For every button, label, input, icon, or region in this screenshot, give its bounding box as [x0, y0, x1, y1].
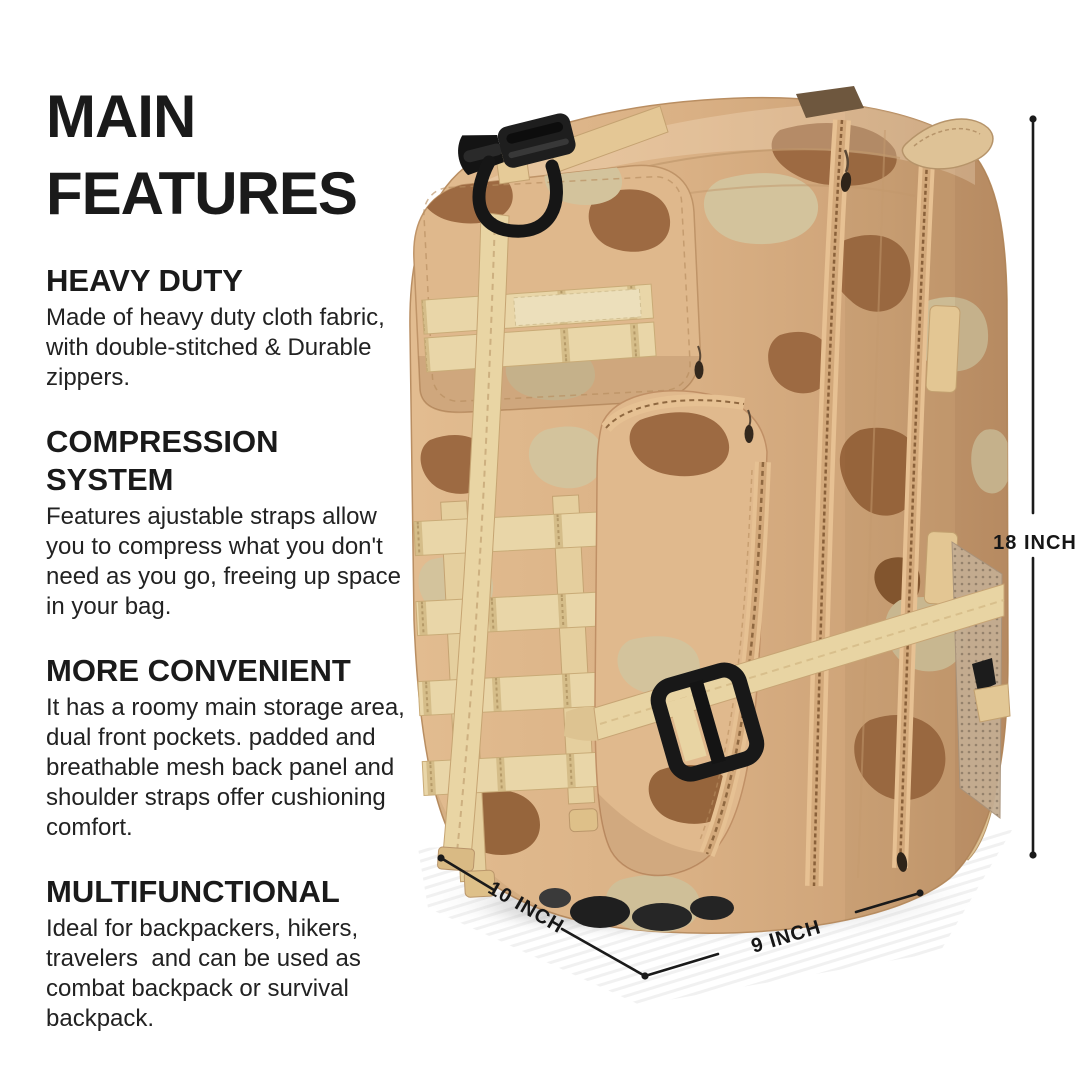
strap-buckle: [650, 662, 765, 782]
top-hardware: [458, 105, 669, 238]
compression-strap: [564, 583, 1011, 782]
body-line: combat backpack or survival: [46, 975, 349, 1002]
feature-heading: COMPRESSION SYSTEM: [46, 424, 279, 497]
feature-section-multifunctional: MULTIFUNCTIONAL Ideal for backpackers, h…: [46, 873, 391, 1034]
body-line: zippers.: [46, 364, 131, 391]
body-line: dual front pockets. padded and: [46, 724, 376, 751]
feature-body: Features ajustable straps allow you to c…: [46, 502, 401, 622]
body-line: need as you go, freeing up space: [46, 563, 401, 590]
side-webbing-tabs: [923, 305, 961, 605]
side-clip: [972, 658, 996, 692]
body-line: Made of heavy duty cloth fabric,: [46, 304, 385, 331]
dimension-height-label: 18 INCH: [993, 532, 1077, 554]
body-line: Features ajustable straps allow: [46, 503, 377, 530]
feature-heading: MULTIFUNCTIONAL: [46, 874, 340, 909]
feature-body: Made of heavy duty cloth fabric, with do…: [46, 303, 391, 393]
secondary-zipper: [892, 141, 936, 869]
feature-heading: MORE CONVENIENT: [46, 653, 351, 688]
body-line: backpack.: [46, 1005, 155, 1032]
feature-body: Ideal for backpackers, hikers, travelers…: [46, 914, 391, 1034]
feature-section-heavy-duty: HEAVY DUTY Made of heavy duty cloth fabr…: [46, 262, 391, 393]
backpack-illustration: [409, 86, 1011, 934]
body-line: you to compress what you don't: [46, 533, 383, 560]
body-line: in your bag.: [46, 593, 172, 620]
feature-heading: HEAVY DUTY: [46, 263, 243, 298]
carry-handle: [796, 86, 994, 170]
zipper-pulls: [694, 149, 908, 872]
dimension-height: 18 INCH: [993, 115, 1077, 859]
body-line: breathable mesh back panel and: [46, 754, 395, 781]
feature-section-compression: COMPRESSION SYSTEM Features ajustable st…: [46, 423, 401, 622]
body-line: Ideal for backpackers, hikers,: [46, 915, 359, 942]
bag-feet: [539, 888, 734, 931]
body-line: travelers and can be used as: [46, 945, 361, 972]
hanging-strap: [437, 211, 510, 872]
front-pocket: [594, 390, 771, 877]
body-line: shoulder straps offer cushioning: [46, 784, 386, 811]
main-zipper: [805, 119, 851, 887]
d-ring: [472, 155, 563, 238]
page-title: MAIN FEATURES: [46, 83, 358, 227]
body-line: comfort.: [46, 814, 133, 841]
body-line: with double-stitched & Durable: [46, 334, 372, 361]
